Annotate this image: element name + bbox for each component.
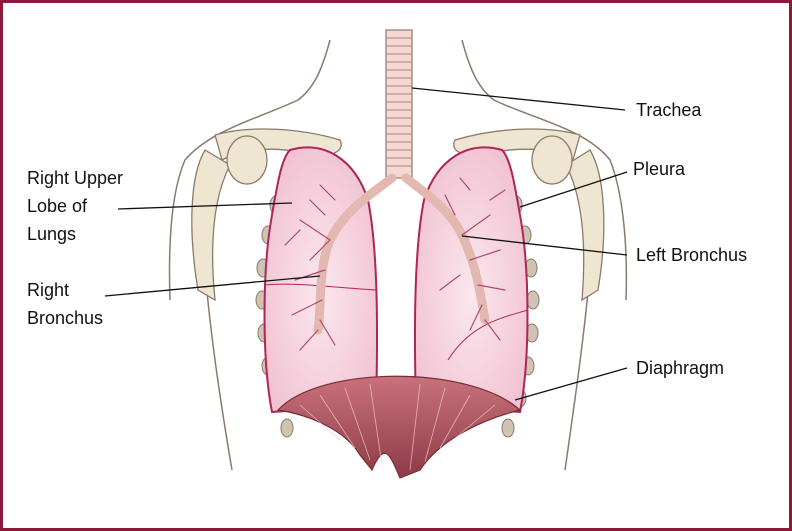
label-right-bronchus-line1: Right [27, 278, 69, 302]
label-left-bronchus: Left Bronchus [636, 243, 747, 267]
label-diaphragm: Diaphragm [636, 356, 724, 380]
label-trachea: Trachea [636, 98, 701, 122]
trachea-leader [412, 88, 625, 110]
left-lung [415, 147, 528, 412]
label-right-bronchus-line2: Bronchus [27, 306, 103, 330]
label-right-upper-lobe-line2: Lobe of [27, 194, 87, 218]
label-right-upper-lobe-line1: Right Upper [27, 166, 123, 190]
label-right-upper-lobe-line3: Lungs [27, 222, 76, 246]
diaphragm-muscle [278, 376, 520, 478]
trachea-tube [386, 30, 412, 178]
label-pleura: Pleura [633, 157, 685, 181]
